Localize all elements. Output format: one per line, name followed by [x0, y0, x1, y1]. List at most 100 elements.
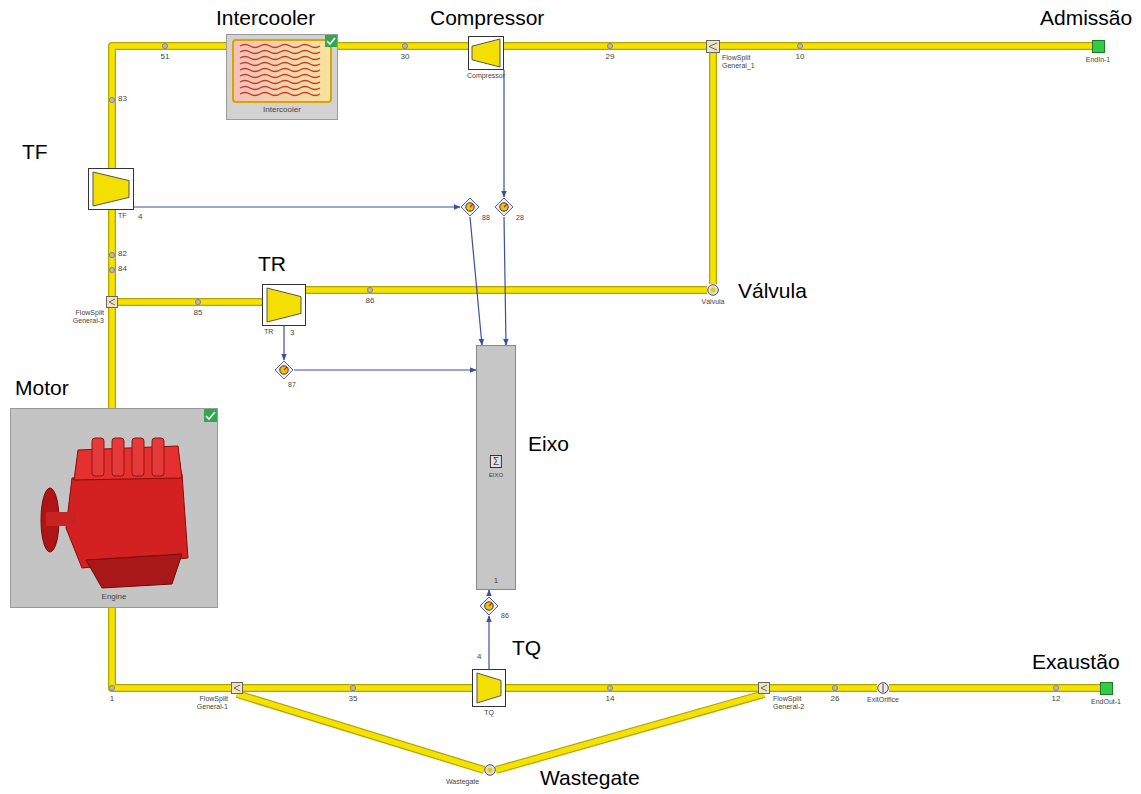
pipe	[713, 53, 714, 284]
pipe	[112, 46, 226, 168]
signal-line	[470, 217, 482, 345]
pipe-dot	[367, 287, 372, 292]
pipe	[243, 688, 472, 689]
turbine-block: TQTQ	[472, 669, 506, 707]
signal-line	[283, 326, 284, 360]
pipe	[770, 688, 877, 689]
component-name: EndOut-1	[1091, 698, 1121, 706]
valve-icon	[484, 764, 496, 776]
pipe	[112, 308, 113, 408]
flowsplit-block: FlowSplit General-2	[758, 682, 770, 694]
sensor-icon	[274, 360, 294, 380]
pipe	[720, 46, 1092, 47]
component-name: FlowSplit General-2	[773, 695, 815, 710]
flowsplit-block: FlowSplit General-1	[231, 682, 243, 694]
compressor-block: CompressorCompressor	[468, 36, 504, 70]
pipe-number: 26	[831, 694, 840, 703]
flowsplit-block: FlowSplit General_1	[706, 40, 720, 53]
pipe-dot	[350, 685, 355, 690]
sensor-symbol: 88	[460, 197, 480, 217]
callout-number: 87	[288, 381, 296, 389]
pipe-dot	[162, 43, 167, 48]
sensor-icon	[460, 197, 480, 217]
pipe-dot	[109, 97, 114, 102]
signal-line	[488, 616, 489, 669]
component-name: EIXO	[489, 472, 503, 479]
sensor-symbol: 87	[274, 360, 294, 380]
port-number: 1	[494, 576, 498, 585]
pipe-number: 12	[1052, 694, 1061, 703]
component-name: TR	[264, 328, 273, 336]
pipe	[118, 302, 262, 303]
dot-group	[109, 43, 1058, 690]
flowsplit-icon	[231, 682, 243, 694]
pipe-dot	[607, 685, 612, 690]
pipe-dot	[402, 43, 407, 48]
component-name: ExitOrifice	[867, 696, 899, 704]
port-number: 3	[290, 328, 294, 337]
pipe	[306, 290, 707, 291]
pipe-number: 14	[606, 694, 615, 703]
pipe-number: 85	[194, 308, 203, 317]
port-number: 4	[138, 212, 142, 221]
end-icon	[1100, 682, 1113, 695]
inlet-end: AdmissãoEndIn-1	[1092, 40, 1105, 53]
component-name: EndIn-1	[1086, 56, 1111, 64]
sensor-symbol: 86	[479, 596, 499, 616]
component-heading: Motor	[15, 376, 69, 400]
component-heading: TF	[22, 140, 48, 164]
engine-block: MotorEngine	[10, 408, 218, 608]
component-name: FlowSplit General-3	[64, 309, 104, 324]
component-name: Compressor	[467, 72, 505, 80]
turbine-icon	[88, 168, 134, 210]
turbine-block: TFTF	[88, 168, 134, 210]
component-heading: Exaustão	[1032, 650, 1120, 674]
pipe-number: 30	[401, 52, 410, 61]
pipe-dot	[195, 299, 200, 304]
intercooler-block: IntercoolerIntercooler	[226, 34, 338, 120]
component-name: TF	[118, 212, 127, 220]
end-icon	[1092, 40, 1105, 53]
component-heading: Admissão	[1040, 6, 1132, 30]
outlet-end: ExaustãoEndOut-1	[1100, 682, 1113, 695]
pipe-number: 35	[349, 694, 358, 703]
pipe-dot	[1053, 685, 1058, 690]
callout-number: 28	[516, 214, 524, 222]
flowsplit-icon	[706, 40, 720, 53]
port-number: 4	[477, 652, 481, 661]
pipe	[496, 694, 764, 770]
callout-number: 86	[501, 612, 509, 620]
component-heading: Compressor	[430, 6, 544, 30]
signal-line	[134, 206, 460, 207]
component-heading: TR	[258, 252, 286, 276]
callout-number: 84	[118, 264, 127, 273]
engine-icon	[10, 408, 218, 608]
sensor-icon	[494, 197, 514, 217]
signal-line	[503, 70, 504, 197]
pipe	[506, 688, 758, 689]
signal-line	[504, 217, 506, 345]
callout-number: 83	[118, 94, 127, 103]
pipe-number: 10	[796, 52, 805, 61]
compressor-icon	[468, 36, 504, 70]
flowsplit-icon	[758, 682, 770, 694]
component-name: FlowSplit General_1	[722, 54, 764, 69]
component-heading: TQ	[512, 636, 541, 660]
orifice-symbol: ExitOrifice	[877, 682, 889, 694]
sum-symbol: Σ	[490, 455, 502, 468]
pipe-dot	[607, 43, 612, 48]
pipe	[237, 694, 484, 770]
turbine-block: TRTR	[262, 284, 306, 326]
valve-icon	[707, 284, 719, 296]
pipe-number: 51	[161, 52, 170, 61]
pipe-dot	[797, 43, 802, 48]
sensor-icon	[479, 596, 499, 616]
flowsplit-icon	[106, 296, 118, 308]
pipe-number: 29	[606, 52, 615, 61]
component-heading: Intercooler	[216, 6, 315, 30]
component-name: FlowSplit General-1	[186, 695, 228, 710]
wastegate-valve: WastegateWastegate	[484, 764, 496, 776]
pipe-dot	[109, 685, 114, 690]
